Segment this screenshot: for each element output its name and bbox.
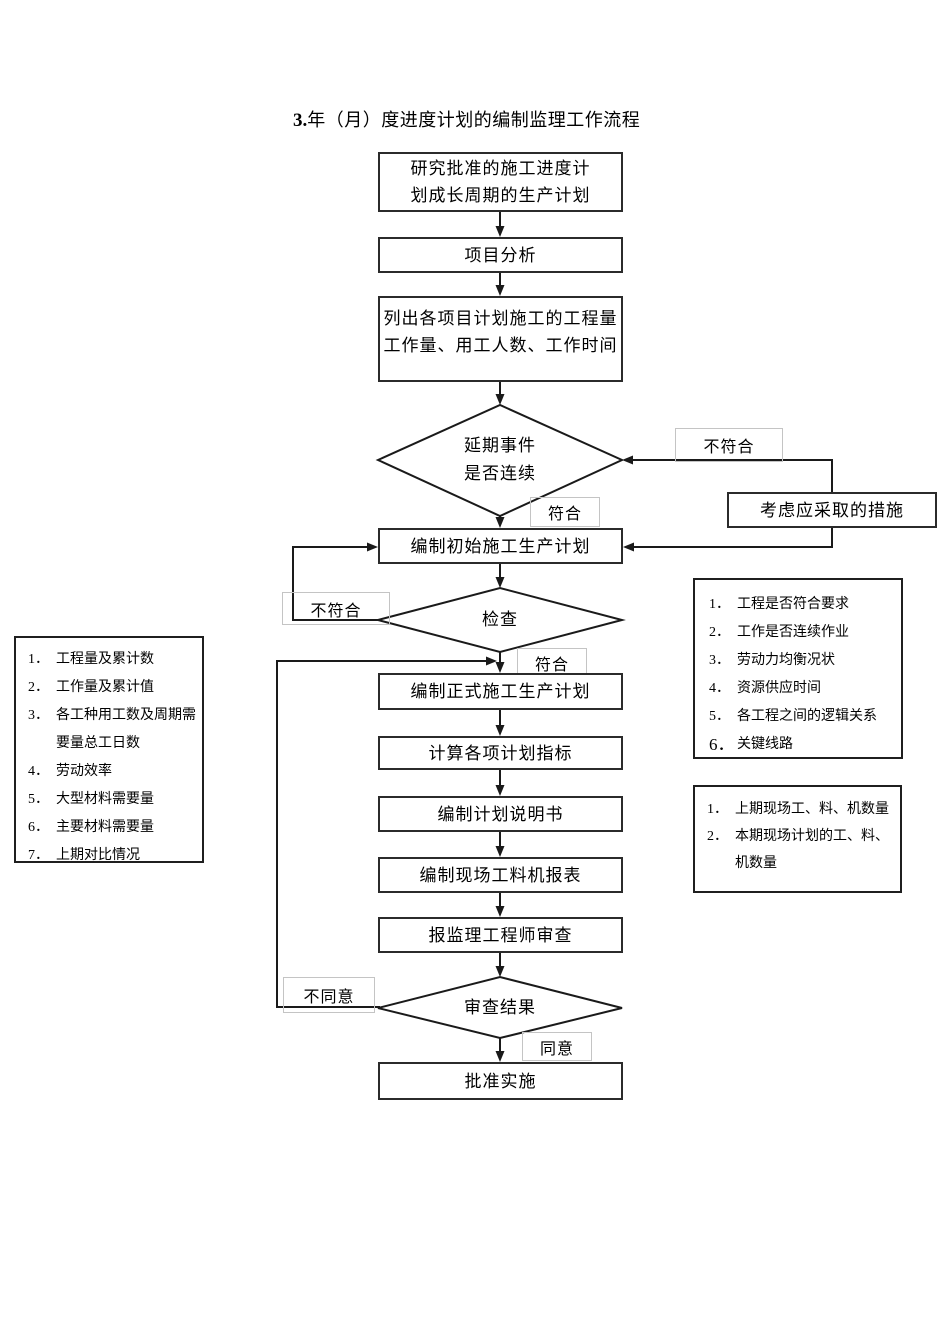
- node-study-approved-plan: 研究批准的施工进度计 划成长周期的生产计划: [378, 152, 623, 212]
- panel-check-criteria: 1．工程是否符合要求 2．工作是否连续作业 3．劳动力均衡况状 4．资源供应时间…: [693, 578, 903, 759]
- panel-item: 6．主要材料需要量: [28, 820, 154, 835]
- panel-report-contents: 1．上期现场工、料、机数量 2．本期现场计划的工、料、机数量: [693, 785, 902, 893]
- loop-disagree: [276, 660, 487, 1008]
- panel-item: 1．工程量及累计数: [28, 652, 154, 667]
- node-consider-measures: 考虑应采取的措施: [727, 492, 937, 528]
- node-list-line-1: 列出各项目计划施工的工程量: [383, 309, 618, 328]
- decision-review-text: 审查结果: [464, 998, 536, 1017]
- title-text: 年（月）度进度计划的编制监理工作流程: [307, 110, 641, 130]
- panel-item: 2．工作是否连续作业: [709, 625, 849, 640]
- panel-item: 1．上期现场工、料、机数量: [707, 802, 889, 817]
- node-calc-indicators: 计算各项计划指标: [378, 736, 623, 770]
- loop-measures-to-initial: [633, 528, 833, 548]
- panel-item: 1．工程是否符合要求: [709, 597, 849, 612]
- label-disagree: 不同意: [283, 977, 375, 1013]
- panel-item: 5．各工程之间的逻辑关系: [709, 709, 877, 724]
- arrowheads: [367, 226, 634, 1062]
- node-formal-plan: 编制正式施工生产计划: [378, 673, 623, 710]
- panel-plan-contents: 1．工程量及累计数 2．工作量及累计值 3．各工种用工数及周期需要量总工日数 4…: [14, 636, 204, 863]
- node-study-line-1: 研究批准的施工进度计: [410, 159, 591, 178]
- panel-item: 3．各工种用工数及周期需要量总工日数: [28, 708, 196, 751]
- node-initial-plan: 编制初始施工生产计划: [378, 528, 623, 564]
- node-study-line-2: 划成长周期的生产计划: [410, 186, 591, 205]
- label-conform-top: 符合: [530, 497, 600, 527]
- loop-not-conform-top: [632, 459, 833, 492]
- label-not-conform-top: 不符合: [675, 428, 783, 462]
- panel-item: 2．本期现场计划的工、料、机数量: [707, 829, 889, 871]
- node-list-line-2: 工作量、用工人数、工作时间: [383, 336, 618, 355]
- node-site-report: 编制现场工料机报表: [378, 857, 623, 893]
- node-plan-manual: 编制计划说明书: [378, 796, 623, 832]
- node-engineer-review: 报监理工程师审查: [378, 917, 623, 953]
- loop-not-conform-mid: [292, 546, 380, 621]
- panel-item: 4．资源供应时间: [709, 681, 821, 696]
- panel-item: 5．大型材料需要量: [28, 792, 154, 807]
- decision-diamonds: [374, 403, 626, 1040]
- panel-item: 7．上期对比情况: [28, 848, 140, 863]
- decision-check-text: 检查: [482, 610, 518, 629]
- decision-diamond-review: [377, 975, 623, 1040]
- title-number: 3.: [293, 110, 308, 131]
- panel-item: 6．关键线路: [709, 735, 793, 754]
- panel-item: 4．劳动效率: [28, 764, 112, 779]
- decision-diamond-check: [374, 586, 626, 654]
- page-title: 3.年（月）度进度计划的编制监理工作流程: [293, 106, 640, 132]
- node-project-analysis: 项目分析: [378, 237, 623, 273]
- panel-item: 2．工作量及累计值: [28, 680, 154, 695]
- decision-delay-text: 延期事件 是否连续: [464, 436, 536, 483]
- panel-item: 3．劳动力均衡况状: [709, 653, 835, 668]
- label-not-conform-mid: 不符合: [282, 592, 390, 625]
- node-list-quantities: 列出各项目计划施工的工程量 工作量、用工人数、工作时间: [378, 296, 623, 382]
- node-approve-implement: 批准实施: [378, 1062, 623, 1100]
- label-agree: 同意: [522, 1032, 592, 1061]
